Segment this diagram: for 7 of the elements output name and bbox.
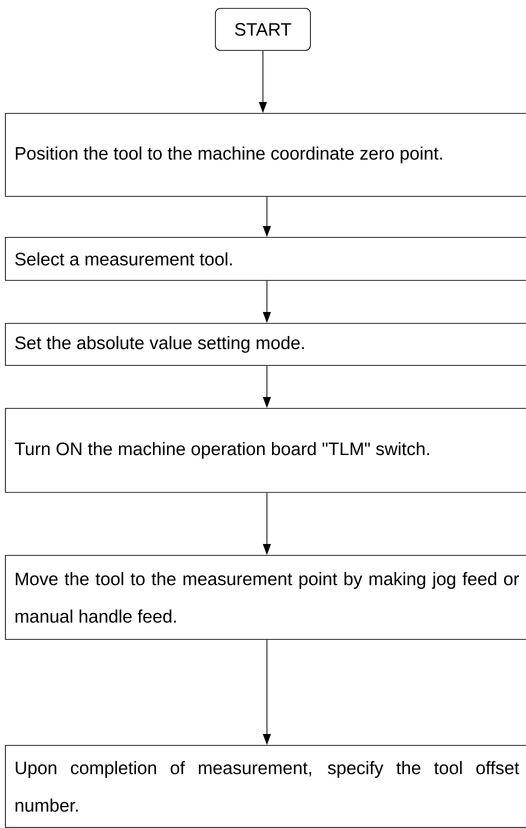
start-terminal: START <box>215 8 311 51</box>
process-box: Set the absolute value setting mode. <box>5 323 526 366</box>
process-box: Position the tool to the machine coordinate zero point. <box>5 113 526 197</box>
process-box: Move the tool to the measurement point by making jog feed or manual handle feed. <box>5 555 526 640</box>
process-box: Turn ON the machine operation board "TLM" switch. <box>5 408 526 493</box>
process-box: Select a measurement tool. <box>5 237 526 281</box>
process-box: Upon completion of measurement, specify the tool offset number. <box>5 745 526 828</box>
